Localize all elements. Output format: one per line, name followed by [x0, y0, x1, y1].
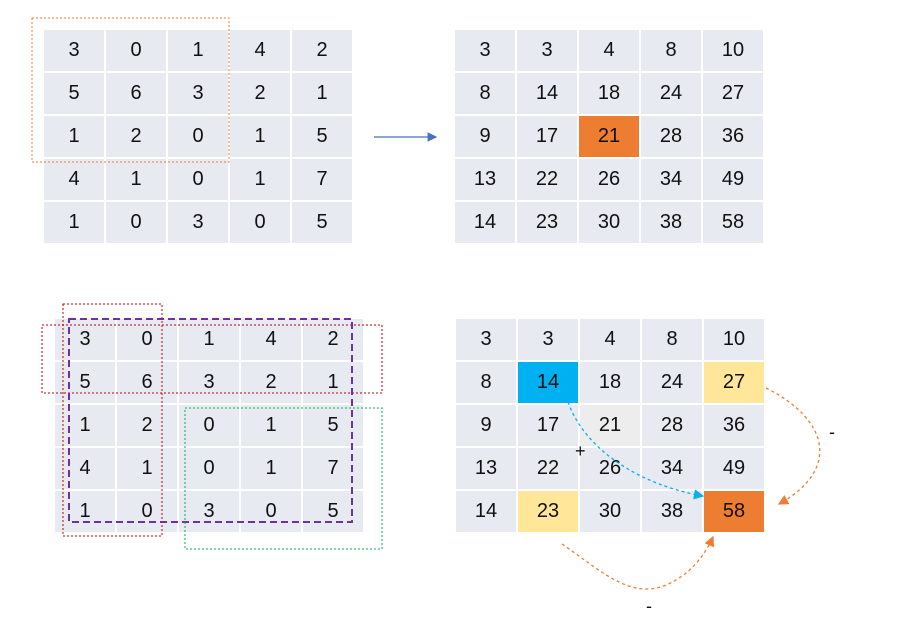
minus-arrow-right [765, 387, 821, 505]
window-rect-top [31, 17, 230, 163]
matrix-cell: 1 [241, 405, 301, 446]
row-strip-rect [41, 324, 383, 394]
full-region-rect [68, 318, 353, 523]
matrix-cell: 27 [704, 362, 764, 403]
matrix-cell: 8 [456, 362, 516, 403]
plus-sign: + [575, 441, 586, 461]
matrix-cell: 5 [55, 362, 115, 403]
plus-arrow [567, 401, 705, 500]
minus-arrow-bottom [561, 535, 715, 590]
target-region-rect [184, 407, 383, 550]
minus-sign-bottom: - [646, 596, 652, 616]
column-strip-rect [62, 303, 163, 537]
minus-sign-right: - [829, 422, 835, 442]
